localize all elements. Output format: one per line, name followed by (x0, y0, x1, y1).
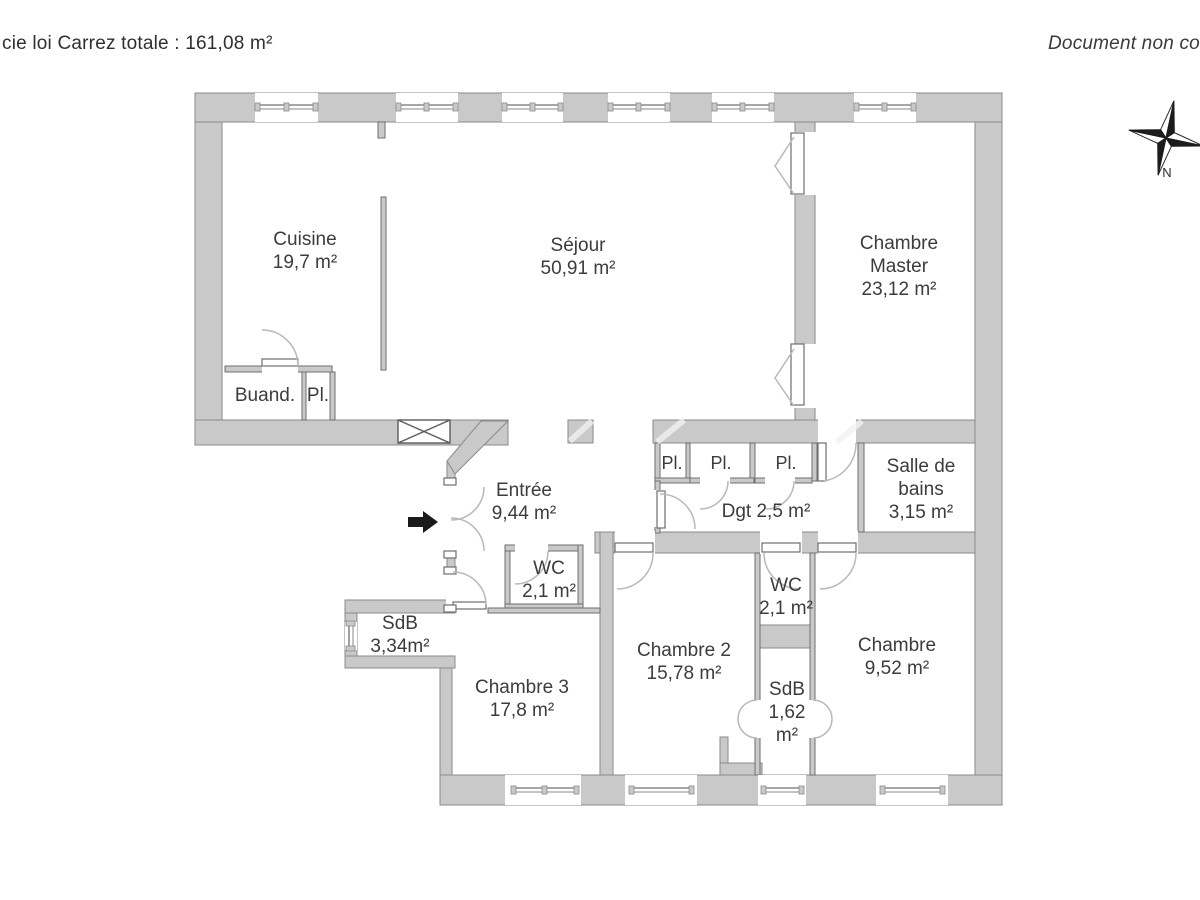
room-label-placard-buanderie: Pl. (306, 385, 330, 406)
compass-rose-icon (1128, 100, 1200, 176)
outer-walls (194, 92, 1003, 806)
room-label-degagement: Dgt 2,5 m² (721, 501, 811, 522)
room-label-buanderie: Buand. (234, 385, 296, 406)
shaft-hatch-box (397, 419, 451, 444)
room-label-placard2: Pl. (710, 453, 732, 473)
door-arcs (261, 136, 857, 739)
door-leaves (261, 132, 857, 613)
compass-north-label: N (1162, 165, 1172, 180)
entrance-arrow-icon (408, 511, 438, 533)
room-label-placard1: Pl. (661, 453, 683, 473)
document-notice-text: Document non cor (1048, 33, 1200, 54)
windows (254, 93, 948, 805)
carrez-area-text: cie loi Carrez totale : 161,08 m² (2, 33, 273, 54)
wall-highlights (567, 417, 864, 445)
room-label-placard3: Pl. (775, 453, 797, 473)
